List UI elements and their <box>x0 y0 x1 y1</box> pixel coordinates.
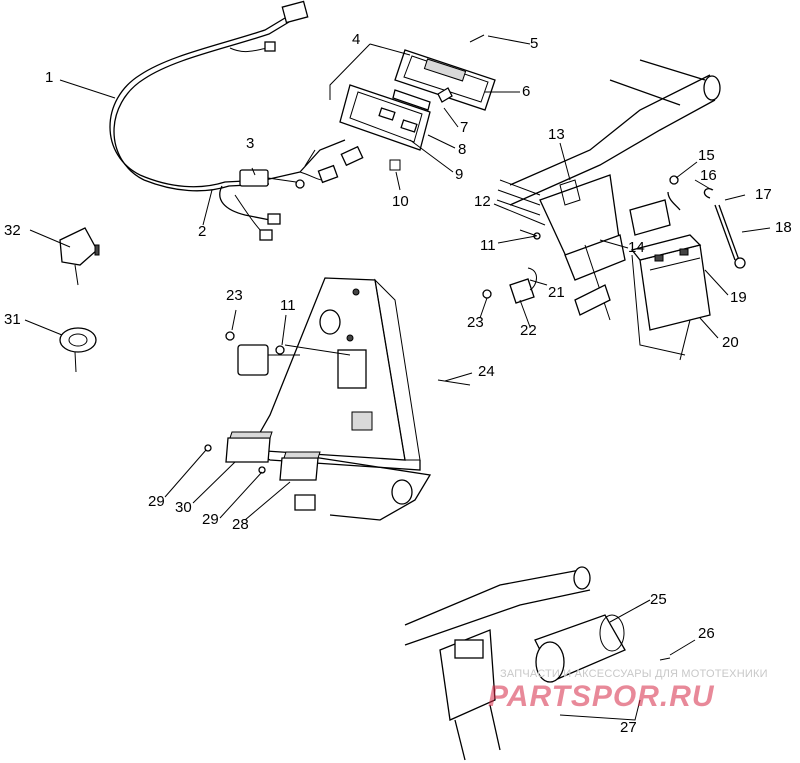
callout-29-left: 29 <box>148 493 165 510</box>
callout-22: 22 <box>520 322 537 339</box>
callout-12: 12 <box>474 193 491 210</box>
callout-23-battery: 23 <box>467 314 484 331</box>
starter-motor-group <box>404 566 671 761</box>
callout-2: 2 <box>198 223 207 240</box>
ignition-switch <box>59 227 100 286</box>
electrical-panel <box>204 277 471 521</box>
callout-29-right: 29 <box>202 511 219 528</box>
callout-8: 8 <box>458 141 467 158</box>
callout-6: 6 <box>522 83 531 100</box>
callout-18: 18 <box>775 219 792 236</box>
callout-3: 3 <box>246 135 255 152</box>
callout-26: 26 <box>698 625 715 642</box>
callout-27: 27 <box>620 719 637 736</box>
callout-21: 21 <box>548 284 565 301</box>
watermark-logo: PARTSPOR.RU <box>488 680 715 713</box>
callout-30: 30 <box>175 499 192 516</box>
callout-1: 1 <box>45 69 54 86</box>
callout-13: 13 <box>548 126 565 143</box>
callout-31: 31 <box>4 311 21 328</box>
callout-23-panel: 23 <box>226 287 243 304</box>
callout-14: 14 <box>628 239 645 256</box>
callout-20: 20 <box>722 334 739 351</box>
callout-32: 32 <box>4 222 21 239</box>
callout-19: 19 <box>730 289 747 306</box>
socket-31 <box>59 327 97 373</box>
callout-10: 10 <box>392 193 409 210</box>
callout-17: 17 <box>755 186 772 203</box>
leader-lines <box>24 35 771 721</box>
callout-15: 15 <box>698 147 715 164</box>
callout-9: 9 <box>455 166 464 183</box>
callout-5: 5 <box>530 35 539 52</box>
callout-16: 16 <box>700 167 717 184</box>
callout-11-panel: 11 <box>280 297 296 314</box>
callout-4: 4 <box>352 31 361 48</box>
callout-11-battery: 11 <box>480 237 496 254</box>
taillight-assembly <box>339 34 496 171</box>
callout-28: 28 <box>232 516 249 533</box>
callout-24: 24 <box>478 363 495 380</box>
watermark-subtitle: ЗАПЧАСТИ И АКСЕССУАРЫ ДЛЯ МОТОТЕХНИКИ <box>500 668 768 680</box>
callout-7: 7 <box>460 119 469 136</box>
callout-25: 25 <box>650 591 667 608</box>
wiring-harness <box>109 0 364 241</box>
battery-frame <box>482 59 746 361</box>
